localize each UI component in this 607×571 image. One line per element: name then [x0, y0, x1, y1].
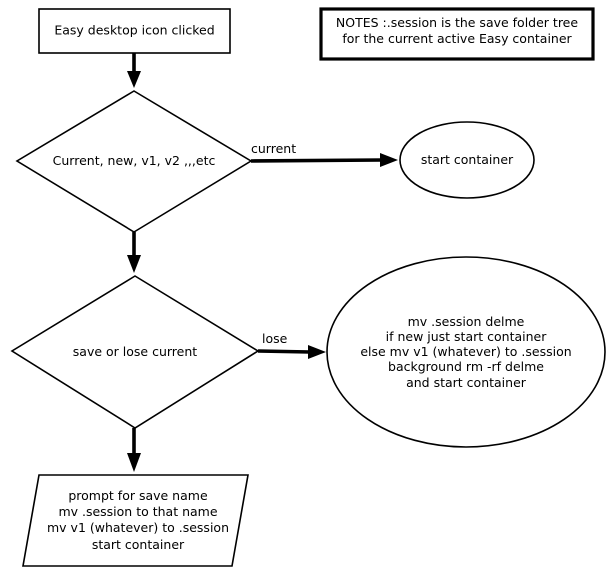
- decision-node-save-or-lose: save or lose current: [10, 275, 260, 429]
- edge-label-current: current: [251, 141, 296, 156]
- notes-box: NOTES :.session is the save folder tree …: [319, 7, 595, 61]
- lose-action-line-2: if new just start container: [386, 329, 548, 344]
- edge-label-lose: lose: [262, 331, 288, 346]
- notes-line-1: NOTES :.session is the save folder tree: [336, 15, 578, 30]
- save-action-line-4: start container: [92, 537, 185, 552]
- start-container-label: start container: [421, 152, 514, 167]
- save-action-line-2: mv .session to that name: [58, 504, 217, 519]
- connector-lose: lose: [257, 331, 326, 359]
- connector-decision1-to-decision2: [127, 232, 141, 273]
- notes-line-2: for the current active Easy container: [342, 31, 572, 46]
- lose-action-line-5: and start container: [406, 375, 527, 390]
- connector-start-to-decision1: [127, 53, 141, 88]
- start-container-node: start container: [399, 121, 535, 199]
- connector-decision2-to-save: [127, 428, 141, 472]
- decision-node-version-label: Current, new, v1, v2 ,,,etc: [53, 153, 216, 168]
- connector-current: current: [250, 141, 398, 167]
- save-action-line-1: prompt for save name: [68, 488, 208, 503]
- start-node-label: Easy desktop icon clicked: [54, 23, 214, 38]
- lose-action-node: mv .session delme if new just start cont…: [326, 256, 606, 448]
- lose-action-line-4: background rm -rf delme: [388, 359, 544, 374]
- lose-action-line-1: mv .session delme: [408, 314, 525, 329]
- decision-node-save-or-lose-label: save or lose current: [73, 344, 197, 359]
- start-node: Easy desktop icon clicked: [38, 8, 231, 54]
- save-action-line-3: mv v1 (whatever) to .session: [47, 520, 229, 535]
- decision-node-version: Current, new, v1, v2 ,,,etc: [15, 90, 253, 233]
- lose-action-line-3: else mv v1 (whatever) to .session: [360, 344, 571, 359]
- save-action-node: prompt for save name mv .session to that…: [22, 474, 249, 567]
